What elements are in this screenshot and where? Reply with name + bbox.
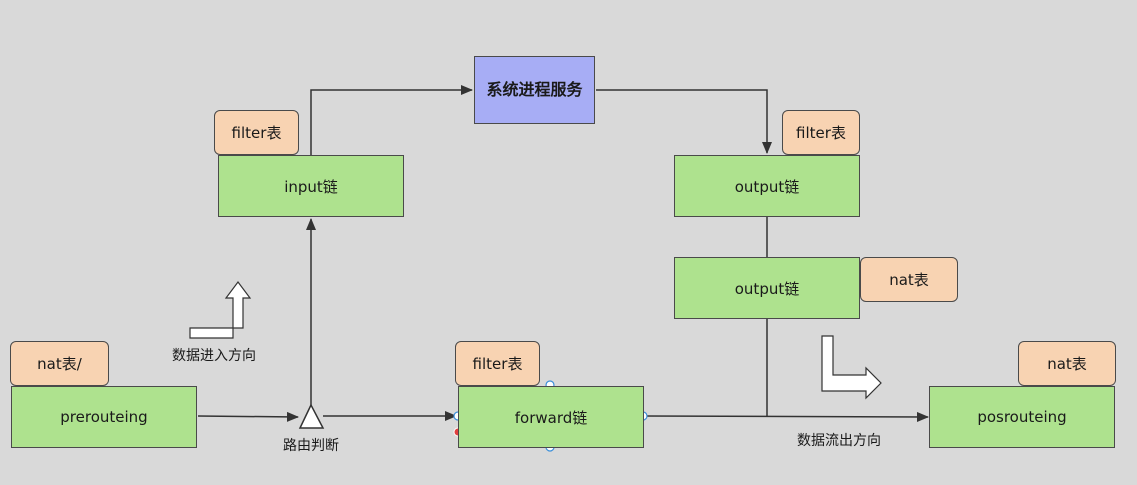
input-chain-node[interactable]: input链 (218, 155, 404, 217)
data-in-arrow-icon (189, 281, 252, 339)
route-decision-icon (298, 403, 325, 429)
output-chain-top-node[interactable]: output链 (674, 155, 860, 217)
data-in-direction-label: 数据进入方向 (172, 348, 256, 364)
prerouting-chain-node[interactable]: prerouteing (11, 386, 197, 448)
forward-filter-label: filter表 (472, 355, 523, 373)
postrouting-nat-table[interactable]: nat表 (1018, 341, 1116, 386)
postrouting-chain-label: posrouteing (977, 408, 1067, 426)
postrouting-nat-label: nat表 (1047, 355, 1087, 373)
forward-chain-node[interactable]: forward链 (458, 386, 644, 448)
prerouting-chain-label: prerouteing (60, 408, 148, 426)
output-nat-table[interactable]: nat表 (860, 257, 958, 302)
data-out-arrow-icon (821, 335, 882, 400)
input-chain-label: input链 (284, 177, 338, 196)
prerouting-nat-label: nat表/ (37, 355, 82, 373)
connector-process-to-output (596, 89, 772, 154)
output-chain-bottom-label: output链 (734, 279, 800, 298)
connector-input-to-process (310, 85, 473, 155)
postrouting-chain-node[interactable]: posrouteing (929, 386, 1115, 448)
data-out-direction-label: 数据流出方向 (797, 433, 881, 449)
prerouting-nat-table[interactable]: nat表/ (10, 341, 109, 386)
output-nat-label: nat表 (889, 271, 929, 289)
forward-chain-label: forward链 (514, 408, 588, 427)
input-filter-label: filter表 (231, 124, 282, 142)
system-process-label: 系统进程服务 (486, 80, 583, 99)
output-chain-bottom-node[interactable]: output链 (674, 257, 860, 319)
connector-prerouting-to-route (197, 411, 299, 422)
connector-forward-to-postrouting (643, 411, 929, 422)
route-decision-label: 路由判断 (283, 438, 339, 454)
input-filter-table[interactable]: filter表 (214, 110, 299, 155)
system-process-node[interactable]: 系统进程服务 (474, 56, 595, 124)
output-chain-top-label: output链 (734, 177, 800, 196)
output-filter-label: filter表 (796, 124, 846, 142)
forward-filter-table[interactable]: filter表 (455, 341, 540, 386)
output-filter-table[interactable]: filter表 (782, 110, 860, 155)
